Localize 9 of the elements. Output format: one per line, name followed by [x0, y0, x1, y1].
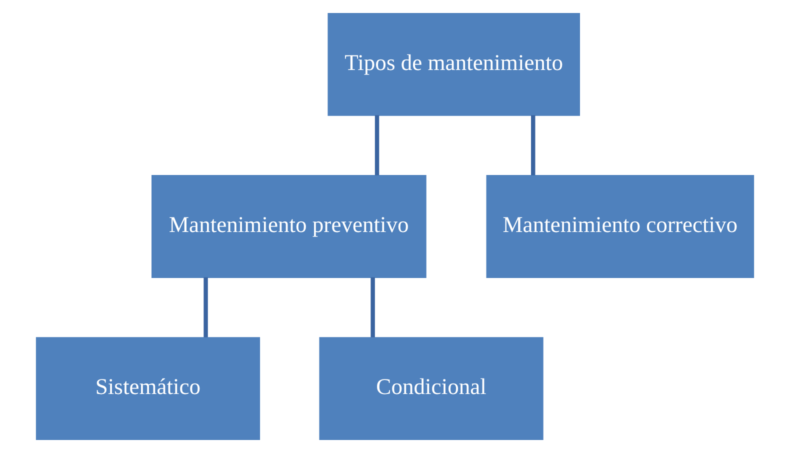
node-box: Mantenimiento preventivo — [152, 175, 426, 278]
connector — [531, 115, 536, 176]
connector — [204, 277, 208, 338]
node-box: Tipos de mantenimiento — [328, 12, 580, 116]
connector — [374, 115, 380, 176]
connector — [370, 277, 375, 338]
node-box: Mantenimiento correctivo — [486, 175, 754, 278]
node-box: Sistemático — [36, 337, 260, 440]
node-box: Condicional — [319, 337, 544, 440]
